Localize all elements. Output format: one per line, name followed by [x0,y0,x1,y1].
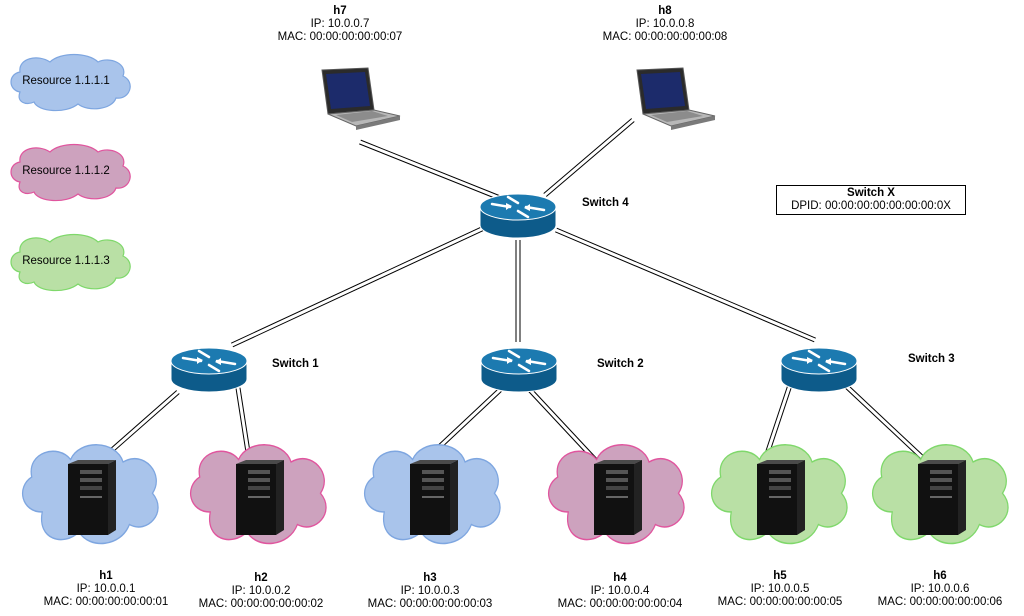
hosts-layer [21,444,1009,545]
server-icon [918,460,966,535]
host-label-h8: h8 IP: 10.0.0.8 MAC: 00:00:00:00:00:08 [555,5,775,44]
host-label-h5: h5 IP: 10.0.0.5 MAC: 00:00:00:00:00:05 [670,570,890,609]
host-ip: IP: 10.0.0.8 [635,18,695,30]
switch-4-label: Switch 4 [582,197,629,209]
router-icon-s4 [479,193,557,239]
router-icon-s3 [780,347,858,393]
server-icon [594,460,642,535]
host-name: h1 [99,570,113,582]
host-h5 [710,444,848,545]
switch-legend-dpid: DPID: 00:00:00:00:00:00:00:0X [791,200,951,212]
resource-legend-item: Resource 1.1.1.1 [10,53,131,112]
host-name: h6 [933,570,947,582]
host-ip: IP: 10.0.0.4 [590,585,650,597]
host-ip: IP: 10.0.0.7 [310,18,370,30]
link-s4-s3 [555,227,816,343]
host-name: h4 [613,572,627,584]
resource-legend-label: Resource 1.1.1.3 [22,255,110,267]
router-icon-s2 [480,347,558,393]
resource-legend-label: Resource 1.1.1.1 [22,75,110,87]
laptops-layer [321,67,716,130]
host-ip: IP: 10.0.0.3 [400,585,460,597]
server-icon [757,460,805,535]
host-name: h7 [333,5,347,17]
server-icon [236,460,284,535]
host-mac: MAC: 00:00:00:00:00:02 [198,598,324,610]
link-h7-s4 [359,139,501,201]
host-ip: IP: 10.0.0.5 [750,583,810,595]
host-label-h3: h3 IP: 10.0.0.3 MAC: 00:00:00:00:00:03 [320,572,540,611]
resource-legend-item: Resource 1.1.1.3 [10,233,131,292]
host-label-h6: h6 IP: 10.0.0.6 MAC: 00:00:00:00:00:06 [830,570,1024,609]
switch-1-label: Switch 1 [272,358,319,370]
switch-2-label: Switch 2 [597,358,644,370]
switch-legend-title: Switch X [847,187,895,199]
switch-3-label: Switch 3 [908,353,955,365]
host-mac: MAC: 00:00:00:00:00:08 [602,31,728,43]
host-mac: MAC: 00:00:00:00:00:03 [367,598,493,610]
link-s3-h6 [843,383,927,462]
host-ip: IP: 10.0.0.2 [231,585,291,597]
host-mac: MAC: 00:00:00:00:00:04 [557,598,683,610]
switches-layer [170,193,858,393]
link-s4-s1 [230,225,486,348]
switch-legend-box: Switch X DPID: 00:00:00:00:00:00:00:0X [776,185,966,215]
host-mac: MAC: 00:00:00:00:00:01 [43,596,169,608]
server-icon [68,460,116,535]
host-name: h8 [658,5,672,17]
host-h6 [871,444,1009,545]
host-ip: IP: 10.0.0.1 [76,583,136,595]
host-name: h5 [773,570,787,582]
links-layer [93,118,927,467]
host-mac: MAC: 00:00:00:00:00:06 [877,596,1003,608]
link-s4-s2 [515,240,521,342]
host-h2 [189,444,327,545]
host-h4 [547,444,685,545]
server-icon [410,460,458,535]
host-label-h1: h1 IP: 10.0.0.1 MAC: 00:00:00:00:00:01 [0,570,216,609]
laptop-icon-h7 [321,67,401,130]
resource-legend-item: Resource 1.1.1.2 [10,143,131,202]
host-mac: MAC: 00:00:00:00:00:07 [277,31,403,43]
resource-legend-label: Resource 1.1.1.2 [22,165,110,177]
host-h3 [363,444,501,545]
host-mac: MAC: 00:00:00:00:00:05 [717,596,843,608]
host-label-h7: h7 IP: 10.0.0.7 MAC: 00:00:00:00:00:07 [230,5,450,44]
host-label-h2: h2 IP: 10.0.0.2 MAC: 00:00:00:00:00:02 [151,572,371,611]
host-ip: IP: 10.0.0.6 [910,583,970,595]
host-h1 [21,444,159,545]
link-h8-s4 [543,118,635,197]
laptop-icon-h8 [636,67,716,130]
host-label-h4: h4 IP: 10.0.0.4 MAC: 00:00:00:00:00:04 [510,572,730,611]
host-name: h3 [423,572,437,584]
host-name: h2 [254,572,268,584]
router-icon-s1 [170,347,248,393]
